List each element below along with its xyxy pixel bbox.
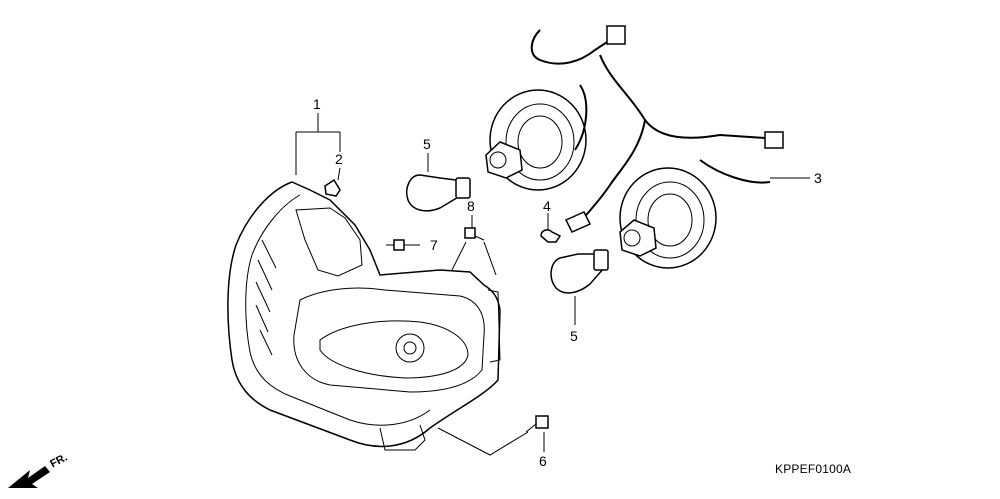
- bulb-small: [540, 211, 592, 243]
- turn-signal-socket-upper: [485, 89, 587, 191]
- callout-7: 7: [430, 237, 438, 253]
- wire-harness: [530, 25, 784, 221]
- headlight-assembly: [227, 181, 501, 451]
- front-direction-arrow-icon: [8, 466, 50, 488]
- screw-8: [464, 227, 485, 241]
- turn-signal-socket-lower: [619, 167, 717, 269]
- callout-5-upper: 5: [423, 136, 431, 152]
- callout-5-lower: 5: [570, 328, 578, 344]
- callout-1: 1: [313, 96, 321, 112]
- diagram-code: KPPEF0100A: [775, 462, 852, 476]
- leader-lines: [295, 113, 810, 456]
- bulb-upper: [406, 174, 471, 212]
- screw-6: [525, 415, 549, 433]
- screw-7: [386, 239, 405, 251]
- callout-3: 3: [814, 170, 822, 186]
- callout-6: 6: [539, 453, 547, 469]
- callout-4: 4: [543, 198, 551, 214]
- bulb-lower: [550, 249, 609, 294]
- callout-2: 2: [335, 151, 343, 167]
- callout-8: 8: [467, 198, 475, 214]
- clip-2: [324, 178, 341, 197]
